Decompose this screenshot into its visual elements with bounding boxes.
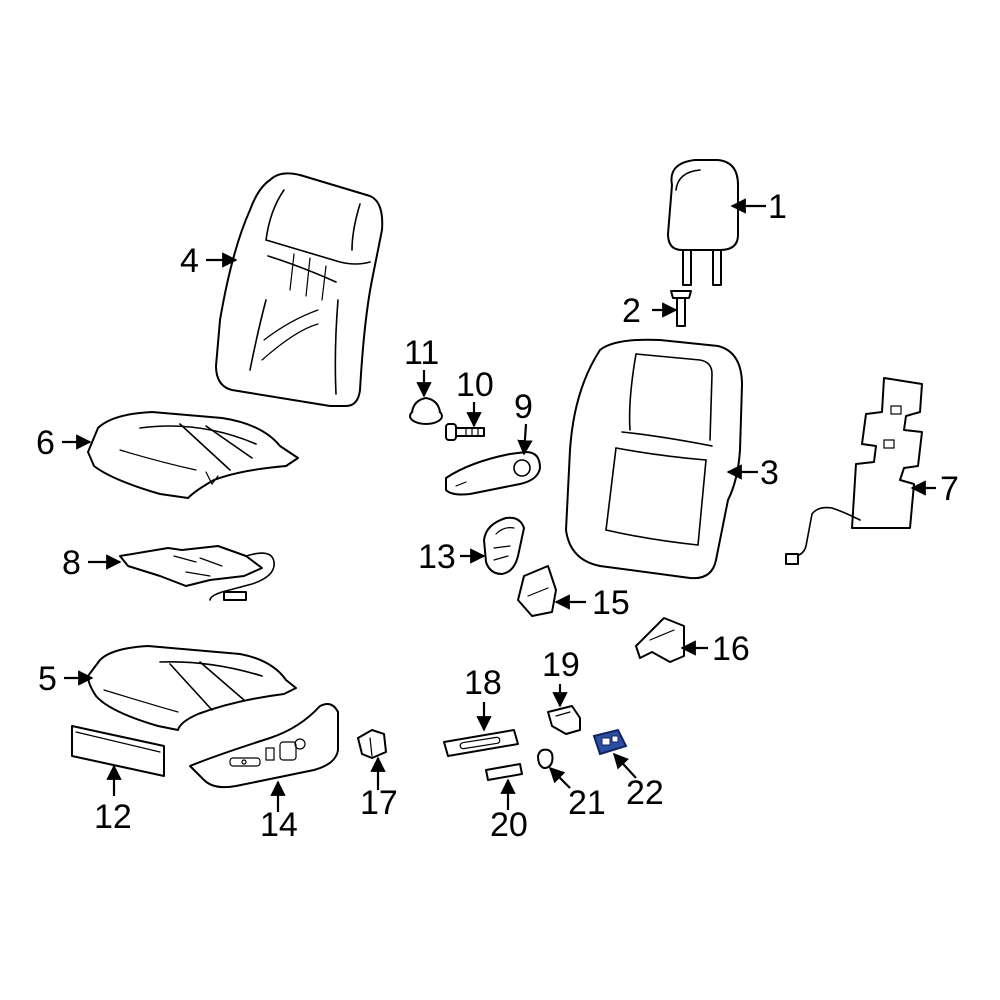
- leader-22: [612, 752, 637, 779]
- part-2-guide[interactable]: [670, 290, 692, 327]
- callout-4: 4: [180, 242, 199, 280]
- callout-15: 15: [592, 584, 630, 622]
- part-1-headrest[interactable]: [667, 159, 739, 286]
- part-7-back-heater[interactable]: [785, 377, 923, 565]
- callout-11: 11: [404, 334, 439, 372]
- part-12-side-panel[interactable]: [71, 725, 165, 777]
- part-11-cap[interactable]: [409, 397, 443, 425]
- part-22-switch-highlighted[interactable]: [592, 728, 628, 756]
- leader-21: [548, 766, 571, 789]
- part-14-side-shield[interactable]: [189, 703, 339, 789]
- part-13-bracket[interactable]: [483, 516, 525, 575]
- callout-14: 14: [260, 806, 298, 844]
- leader-9: [517, 423, 533, 456]
- callout-8: 8: [62, 544, 81, 582]
- callout-22: 22: [626, 774, 664, 812]
- part-4-seatback-cover[interactable]: [215, 172, 384, 407]
- part-5-cushion-pad[interactable]: [87, 645, 297, 731]
- part-16-bracket[interactable]: [635, 617, 685, 663]
- callout-18: 18: [464, 664, 502, 702]
- leader-lines: [62, 198, 936, 812]
- part-20-cover[interactable]: [485, 763, 523, 781]
- part-3-seatback-pad[interactable]: [565, 338, 743, 580]
- callout-3: 3: [760, 454, 779, 492]
- part-9-recliner-cover[interactable]: [445, 451, 541, 496]
- callout-1: 1: [768, 188, 787, 226]
- callout-20: 20: [490, 806, 528, 844]
- callout-10: 10: [456, 366, 494, 404]
- callout-16: 16: [712, 630, 750, 668]
- part-6-cushion-cover[interactable]: [87, 411, 299, 499]
- callout-12: 12: [94, 798, 132, 836]
- callout-21: 21: [568, 784, 606, 822]
- callout-13: 13: [418, 538, 456, 576]
- part-19-clip[interactable]: [547, 705, 581, 735]
- callout-6: 6: [36, 424, 55, 462]
- callout-19: 19: [542, 646, 580, 684]
- part-8-cushion-heater[interactable]: [119, 545, 275, 601]
- part-10-bolt[interactable]: [445, 423, 485, 441]
- part-18-switch[interactable]: [443, 729, 519, 757]
- callout-numbers: 1 2 3 4 5 6 7 8 9 10 11 12 13 14 15 16 1…: [36, 188, 959, 844]
- callout-7: 7: [940, 470, 959, 508]
- part-21-knob[interactable]: [537, 748, 554, 769]
- part-17-knob[interactable]: [357, 729, 387, 759]
- callout-5: 5: [38, 660, 57, 698]
- callout-17: 17: [360, 784, 398, 822]
- callout-9: 9: [514, 388, 533, 426]
- part-15-slope-bracket[interactable]: [517, 565, 557, 617]
- callout-2: 2: [622, 292, 641, 330]
